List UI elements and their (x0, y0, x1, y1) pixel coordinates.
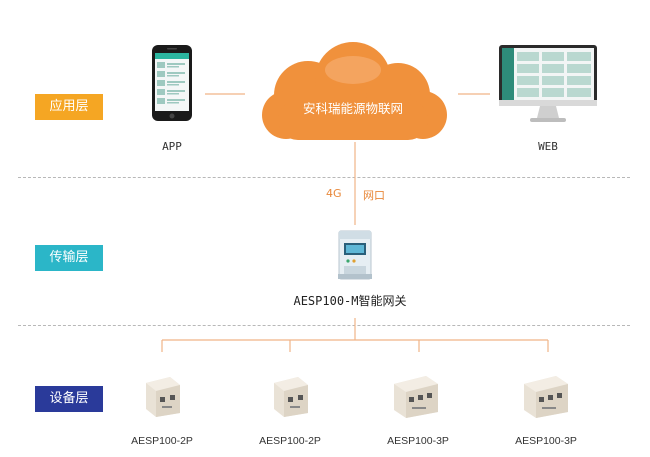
cloud-icon (262, 42, 447, 140)
cloud-label: 安科瑞能源物联网 (302, 101, 403, 116)
breaker-3p-icon (394, 376, 438, 418)
smartphone-icon (152, 45, 192, 121)
breaker-2p-icon (274, 377, 308, 417)
app-label: APP (162, 140, 182, 153)
monitor-icon (499, 45, 597, 122)
layer-label-application: 应用层 (35, 94, 103, 120)
link-label-4g: 4G (326, 187, 342, 200)
device-label-4: AESP100-3P (515, 435, 577, 447)
layer-divider-bottom (18, 325, 630, 326)
breaker-2p-icon (146, 377, 180, 417)
device-label-1: AESP100-2P (131, 435, 193, 447)
gateway-label: AESP100-M智能网关 (293, 294, 407, 308)
device-label-2: AESP100-2P (259, 435, 321, 447)
layer-label-transport: 传输层 (35, 245, 103, 271)
device-label-3: AESP100-3P (387, 435, 449, 447)
gateway-device-icon (338, 230, 372, 280)
layer-divider-top (18, 177, 630, 178)
link-label-ethernet: 网口 (363, 189, 385, 202)
layer-label-device: 设备层 (35, 386, 103, 412)
breaker-3p-icon (524, 376, 568, 418)
web-label: WEB (538, 140, 558, 153)
